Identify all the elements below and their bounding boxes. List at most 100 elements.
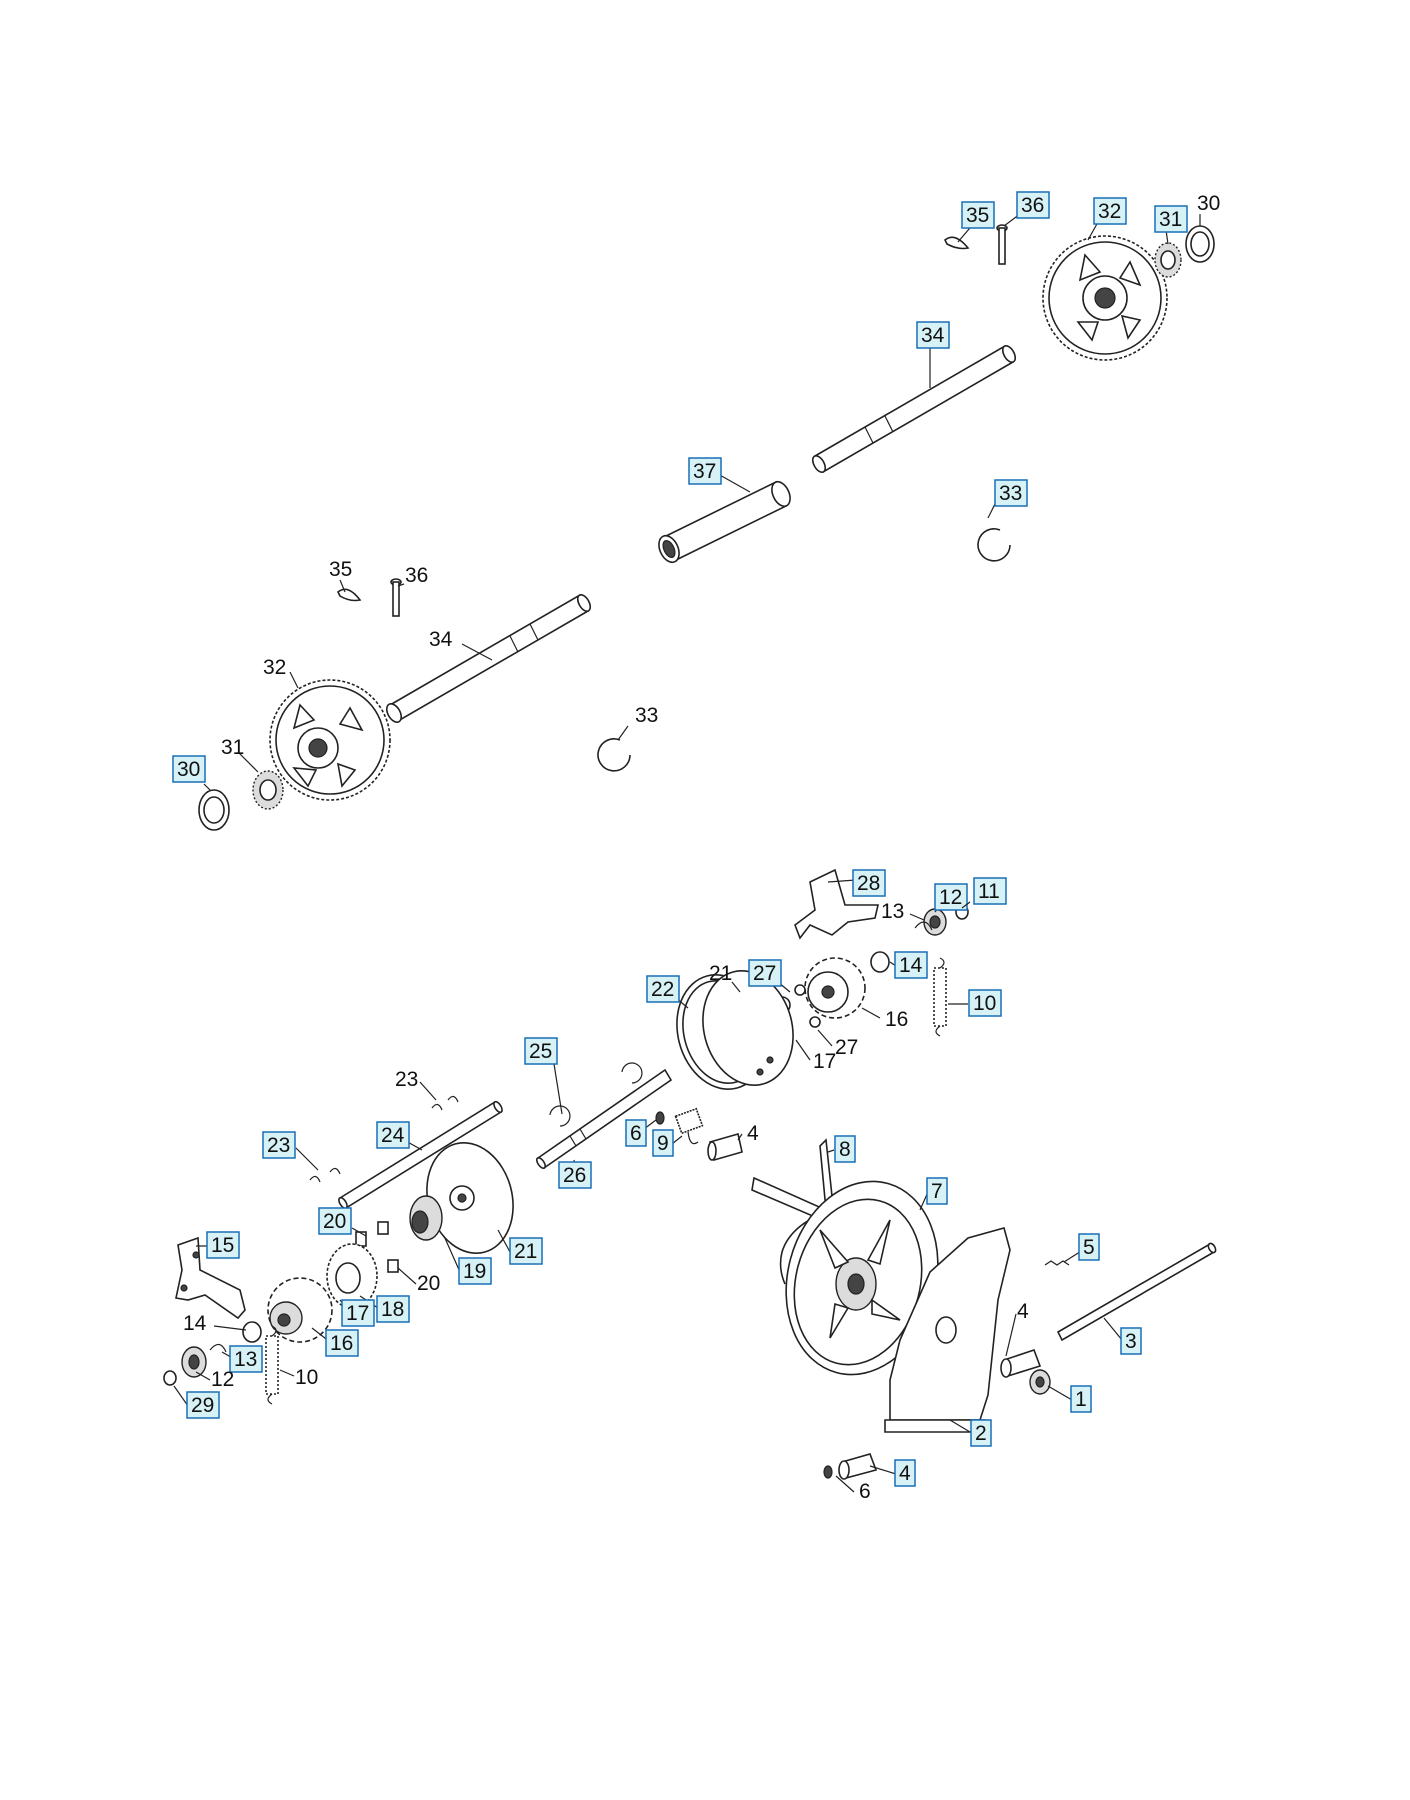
- callout-label: 35: [329, 558, 352, 581]
- cotter-pin-35-left: [336, 588, 362, 602]
- hub-19: [409, 1195, 443, 1241]
- callout-label: 34: [429, 628, 453, 651]
- callout-32: 32: [1087, 197, 1127, 241]
- bracket-28: [794, 868, 880, 940]
- callout-box: [852, 869, 886, 897]
- callout-label: 20: [417, 1272, 440, 1295]
- callout-label: 5: [1083, 1236, 1095, 1259]
- callout-36: 36: [1003, 191, 1050, 227]
- leader-line: [731, 981, 741, 993]
- callout-label: 22: [651, 978, 674, 1001]
- callout-19: 19: [443, 1235, 492, 1285]
- bracket-15: [175, 1236, 246, 1320]
- rod-3: [1056, 1242, 1217, 1342]
- callout-label: 4: [1017, 1300, 1029, 1323]
- callout-box: [509, 1237, 543, 1265]
- callout-34: 34: [916, 321, 950, 388]
- shaft-24: [338, 1100, 503, 1210]
- callout-label: 19: [463, 1260, 486, 1283]
- leader-line: [397, 583, 405, 587]
- callout-label: 23: [395, 1068, 418, 1091]
- callout-box: [1016, 191, 1050, 219]
- callout-box: [376, 1295, 410, 1323]
- e-clip-33-left: [597, 738, 631, 772]
- leader-line: [861, 1007, 881, 1019]
- callout-box: [894, 951, 928, 979]
- callout-1: 1: [1047, 1385, 1092, 1413]
- callout-box: [916, 321, 950, 349]
- bolt-20-c: [377, 1221, 389, 1235]
- callout-label: 14: [183, 1312, 207, 1335]
- callout-box: [688, 457, 722, 485]
- leader-line: [339, 579, 346, 593]
- leader-line: [419, 1081, 437, 1101]
- leader-line: [869, 1465, 897, 1475]
- callout-box: [376, 1121, 410, 1149]
- cotter-pin-35-right: [943, 236, 970, 250]
- callout-10: 10: [279, 1366, 318, 1389]
- callout-box: [558, 1161, 592, 1189]
- callout-box: [186, 1391, 220, 1419]
- callout-label: 33: [999, 482, 1022, 505]
- nut-1: [1029, 1369, 1051, 1395]
- leader-line: [827, 879, 857, 883]
- callout-box: [325, 1329, 359, 1357]
- callout-label: 11: [978, 880, 1000, 903]
- bearing-12-bottom: [181, 1346, 207, 1378]
- bolt-6-mid: [655, 1111, 665, 1125]
- callout-30: 30: [172, 755, 211, 791]
- callout-label: 16: [330, 1332, 353, 1355]
- clip-25-a: [549, 1105, 571, 1127]
- sleeve-4-right: [1000, 1348, 1042, 1378]
- callout-label: 17: [346, 1302, 369, 1325]
- callout-label: 16: [885, 1008, 908, 1031]
- callout-12: 12: [934, 883, 968, 913]
- callout-label: 2: [975, 1422, 987, 1445]
- leader-line: [351, 1227, 367, 1237]
- disc-21-top: [702, 970, 794, 1086]
- callout-5: 5: [1063, 1233, 1100, 1263]
- clip-25-b: [621, 1062, 643, 1084]
- callout-label: 30: [177, 758, 200, 781]
- callout-23: 23: [395, 1068, 437, 1101]
- callout-box: [926, 1177, 948, 1205]
- callout-30: 30: [1197, 192, 1220, 226]
- leader-line: [909, 913, 925, 921]
- leader-line: [949, 1419, 971, 1433]
- callout-box: [973, 877, 1007, 905]
- callout-12: 12: [195, 1368, 234, 1391]
- callout-22: 22: [646, 975, 689, 1009]
- gear-32-right: [1042, 235, 1168, 361]
- callout-box: [968, 989, 1002, 1017]
- nut-29: [163, 1370, 177, 1386]
- callout-17: 17: [795, 1039, 836, 1073]
- callout-box: [172, 755, 206, 783]
- leader-line: [795, 1039, 811, 1061]
- callout-10: 10: [948, 989, 1002, 1017]
- callout-35: 35: [329, 558, 352, 593]
- callout-26: 26: [558, 1159, 592, 1189]
- callout-box: [970, 1419, 992, 1447]
- leader-line: [737, 1133, 743, 1141]
- callout-28: 28: [827, 869, 886, 897]
- callout-21: 21: [497, 1229, 543, 1265]
- callout-27: 27: [748, 959, 791, 993]
- callout-box: [1120, 1327, 1142, 1355]
- callout-16: 16: [861, 1007, 908, 1031]
- callout-label: 21: [514, 1240, 537, 1263]
- callout-36: 36: [397, 564, 428, 587]
- callout-label: 33: [635, 704, 658, 727]
- callout-label: 13: [234, 1348, 257, 1371]
- callout-box: [894, 1459, 916, 1487]
- clip-23-b: [447, 1095, 459, 1103]
- clip-23-d: [329, 1167, 341, 1175]
- callout-4: 4: [869, 1459, 916, 1487]
- bushing-31-right: [1154, 242, 1182, 278]
- leader-line: [397, 1267, 417, 1285]
- washer-30-right: [1185, 225, 1215, 263]
- wheel-7: [785, 1180, 939, 1376]
- callout-label: 20: [323, 1210, 346, 1233]
- clip-13-bottom: [209, 1343, 227, 1353]
- callout-box: [341, 1299, 375, 1327]
- washer-30-left: [198, 789, 230, 831]
